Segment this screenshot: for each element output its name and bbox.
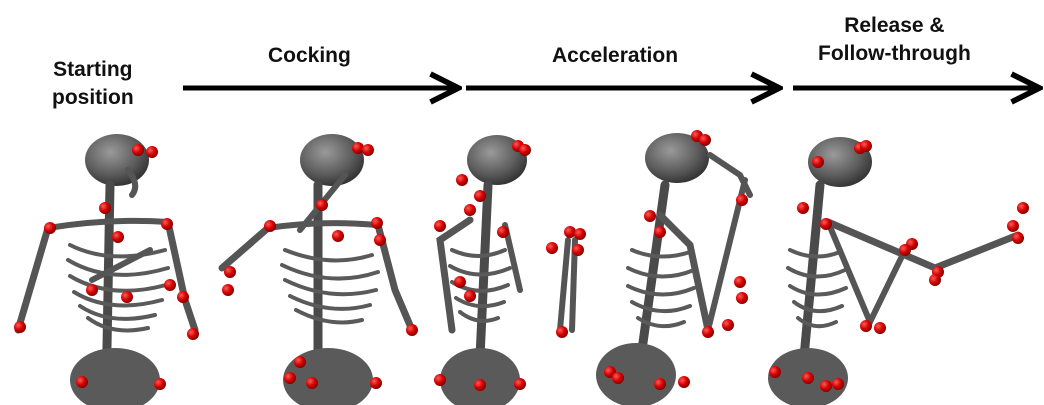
skeleton-starting-position	[18, 134, 195, 405]
skeleton-acceleration-2	[596, 133, 750, 405]
skull	[85, 134, 149, 186]
skull	[300, 134, 364, 186]
skeleton-release-follow-through	[768, 137, 1018, 405]
skeleton-cocking	[222, 134, 412, 405]
